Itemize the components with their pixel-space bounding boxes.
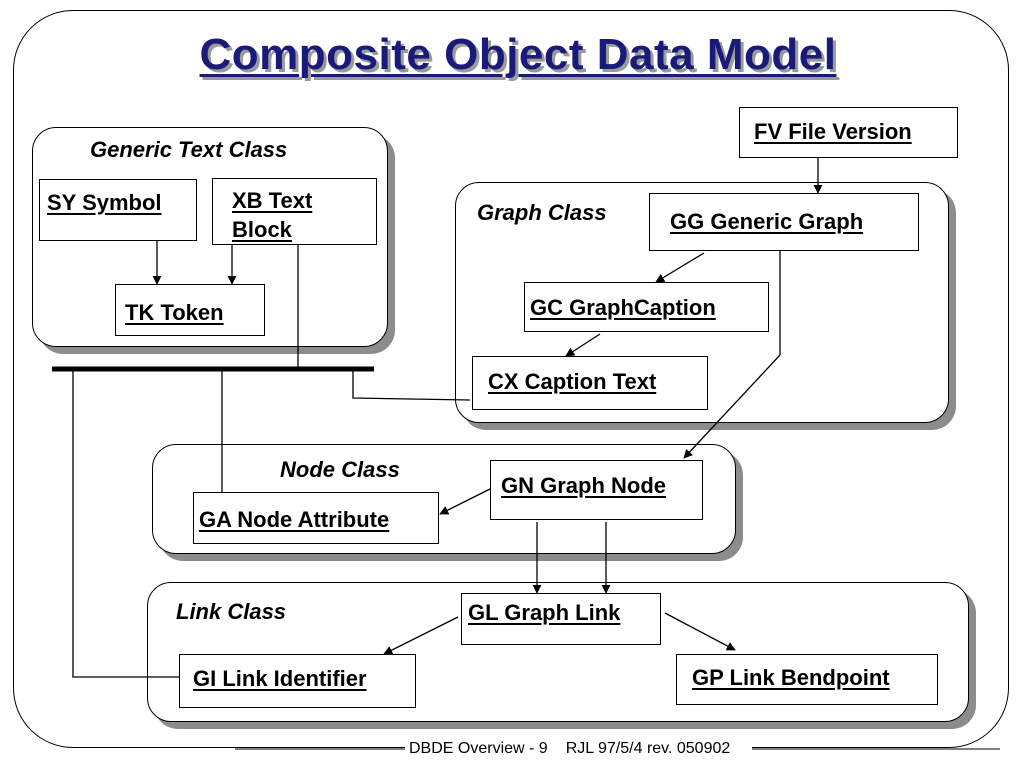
gp-link-bendpoint-label: GP Link Bendpoint — [692, 665, 890, 690]
arrow-gl-gi — [383, 616, 459, 655]
ga-node-attribute-box — [193, 492, 439, 544]
tk-token-box — [115, 284, 265, 336]
graph-class-label: Graph Class — [477, 200, 607, 225]
arrow-gg-gn — [683, 354, 781, 459]
cx-caption-text-box — [472, 356, 708, 410]
footer-right-text: RJL 97/5/4 rev. 050902 — [565, 740, 731, 757]
sy-symbol-box — [39, 179, 197, 241]
footer-left-text: DBDE Overview - 9 — [409, 740, 548, 757]
fv-file-version-box — [739, 107, 958, 158]
gn-graph-node-box — [490, 460, 703, 520]
arrow-gg-gc — [655, 252, 705, 283]
node-class-label: Node Class — [280, 457, 400, 482]
arrow-gn-ga — [439, 488, 491, 515]
footer: DBDE Overview - 9 RJL 97/5/4 rev. 050902 — [405, 740, 753, 758]
sy-symbol-label: SY Symbol — [47, 190, 162, 215]
tk-token-label: TK Token — [125, 300, 224, 325]
link-class-label: Link Class — [176, 599, 287, 624]
line-cx-bar — [352, 369, 471, 401]
gn-graph-node-label: GN Graph Node — [501, 473, 667, 498]
gg-generic-graph-box — [649, 193, 919, 251]
gi-link-identifier-box — [179, 654, 416, 708]
line-bar-gi — [72, 369, 179, 678]
gi-link-identifier-label: GI Link Identifier — [193, 666, 367, 691]
generic-text-class-label: Generic Text Class — [90, 137, 288, 162]
ga-node-attribute-label: GA Node Attribute — [199, 507, 390, 532]
gl-graph-link-box — [461, 593, 661, 645]
gp-link-bendpoint-box — [676, 654, 938, 705]
gg-generic-graph-label: GG Generic Graph — [670, 209, 864, 234]
page-title: Composite Object Data Model — [199, 30, 837, 79]
arrow-gl-gp — [664, 612, 736, 651]
gl-graph-link-label: GL Graph Link — [468, 600, 621, 625]
cx-caption-text-label: CX Caption Text — [488, 369, 657, 394]
fv-file-version-label: FV File Version — [754, 119, 912, 144]
arrow-gc-cx — [565, 333, 601, 357]
xb-text-block-box — [212, 178, 377, 245]
xb-text-block-label-line1: XB Text — [232, 188, 313, 213]
gc-graphcaption-label: GC GraphCaption — [530, 295, 716, 320]
gc-graphcaption-box — [524, 282, 769, 332]
xb-text-block-label-line2: Block — [232, 217, 292, 242]
